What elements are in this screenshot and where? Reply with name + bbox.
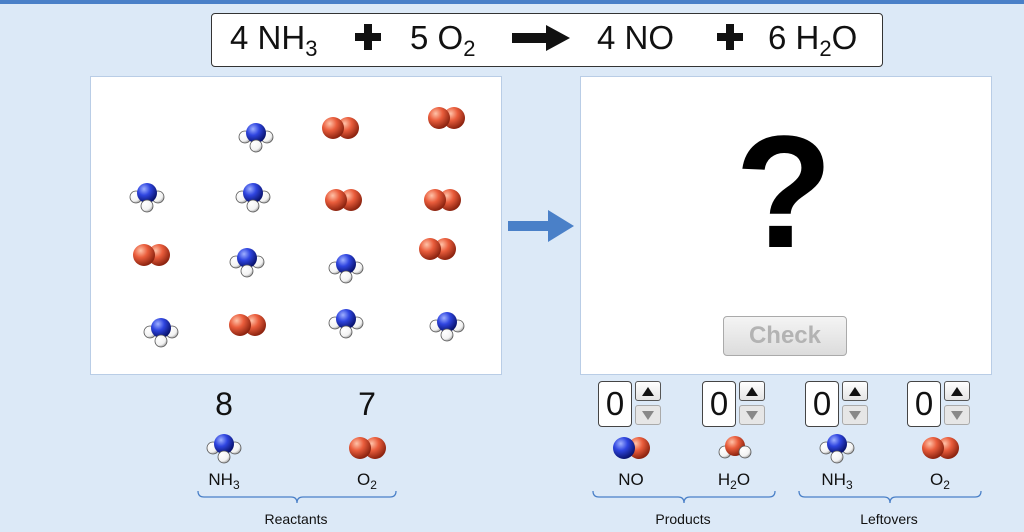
- equation-product-1: 4 NO: [597, 19, 675, 56]
- down-triangle-icon[interactable]: [635, 405, 661, 425]
- o2-molecule: [323, 187, 363, 213]
- reactants-brace: [197, 490, 397, 504]
- leftover-o2-spinner: 0: [907, 381, 971, 427]
- plus-icon: [355, 24, 381, 50]
- nh3-molecule: [326, 251, 366, 285]
- equation-reactant-2: 5 O2: [410, 19, 476, 61]
- products-brace: [592, 490, 776, 504]
- nh3-molecule: [127, 180, 167, 214]
- nh3-molecule: [236, 120, 276, 154]
- leftover-nh3-label: NH3: [821, 470, 853, 492]
- nh3-molecule: [233, 180, 273, 214]
- o2-molecule: [227, 312, 267, 338]
- down-triangle-icon[interactable]: [944, 405, 970, 425]
- plus-icon: [717, 24, 743, 50]
- right-arrow-icon: [508, 210, 574, 242]
- down-triangle-icon[interactable]: [739, 405, 765, 425]
- up-triangle-icon[interactable]: [739, 381, 765, 401]
- o2-molecule: [320, 115, 360, 141]
- chemical-equation: 4 NH3 5 O2 4 NO 6 H2O: [211, 13, 883, 67]
- leftovers-group-label: Leftovers: [860, 511, 918, 527]
- nh3-count: 8: [215, 386, 233, 422]
- o2-molecule-icon: [920, 435, 960, 461]
- o2-molecule: [426, 105, 466, 131]
- products-group-label: Products: [655, 511, 711, 527]
- up-triangle-icon[interactable]: [635, 381, 661, 401]
- o2-label: O2: [357, 470, 377, 492]
- nh3-molecule: [326, 306, 366, 340]
- h2o-label: H2O: [717, 470, 751, 492]
- no-molecule-icon: [611, 435, 651, 461]
- question-mark: ?: [735, 102, 833, 281]
- equation-product-2: 6 H2O: [768, 19, 858, 61]
- leftover-nh3-value[interactable]: 0: [805, 381, 839, 427]
- up-triangle-icon[interactable]: [944, 381, 970, 401]
- nh3-molecule-icon: [817, 431, 857, 465]
- h2o-molecule-icon: [715, 432, 755, 462]
- check-button[interactable]: Check: [723, 316, 847, 356]
- nh3-molecule: [427, 309, 467, 343]
- nh3-molecule: [227, 245, 267, 279]
- leftover-o2-label: O2: [930, 470, 950, 492]
- h2o-value[interactable]: 0: [702, 381, 736, 427]
- h2o-spinner: 0: [702, 381, 766, 427]
- nh3-molecule-icon: [204, 431, 244, 465]
- o2-molecule-icon: [347, 435, 387, 461]
- o2-count: 7: [358, 386, 376, 422]
- no-value[interactable]: 0: [598, 381, 632, 427]
- o2-molecule: [131, 242, 171, 268]
- no-label: NO: [618, 470, 644, 489]
- o2-molecule: [422, 187, 462, 213]
- down-triangle-icon[interactable]: [842, 405, 868, 425]
- top-accent-bar: [0, 0, 1024, 4]
- reaction-arrow-icon: [512, 25, 570, 51]
- up-triangle-icon[interactable]: [842, 381, 868, 401]
- leftover-o2-value[interactable]: 0: [907, 381, 941, 427]
- o2-molecule: [417, 236, 457, 262]
- reactants-group-label: Reactants: [264, 511, 328, 527]
- nh3-label: NH3: [208, 470, 240, 492]
- leftover-nh3-spinner: 0: [805, 381, 869, 427]
- nh3-molecule: [141, 315, 181, 349]
- equation-reactant-1: 4 NH3: [230, 19, 318, 61]
- leftovers-brace: [798, 490, 982, 504]
- no-spinner: 0: [598, 381, 662, 427]
